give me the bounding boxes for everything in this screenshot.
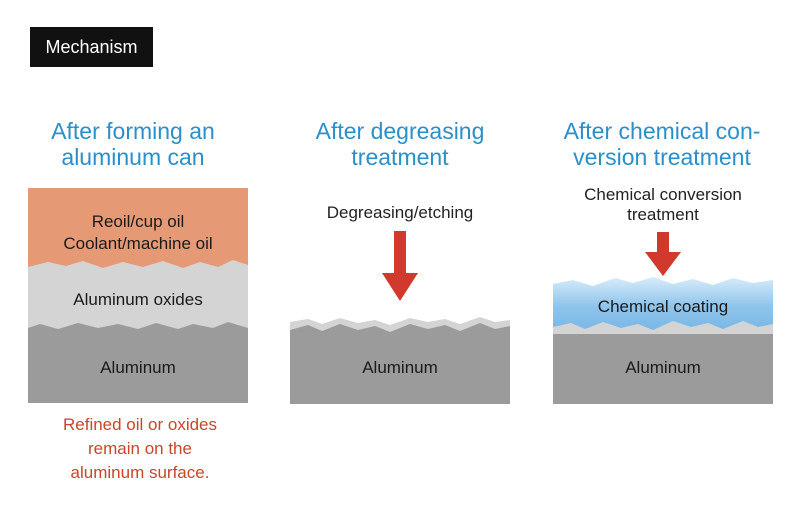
oil-layer [28,188,248,268]
aluminum-label-2: Aluminum [362,358,438,377]
degreased-cross-section [290,317,510,404]
oxides-label: Aluminum oxides [73,290,203,309]
coating-label: Chemical coating [597,297,729,316]
aluminum-label-1: Aluminum [100,358,176,377]
conversion-arrow [645,232,681,276]
degreasing-arrow [382,231,418,301]
oxide-layer [28,258,248,329]
aluminum-layer [553,322,773,404]
aluminum-label-3: Aluminum [625,358,701,377]
column-3-title: After chemical con-version treatment [563,118,761,170]
chemical-coating-layer [553,277,773,330]
coated-cross-section [553,277,773,404]
can-surface-cross-section [28,188,248,403]
mechanism-tag: Mechanism [30,27,153,67]
degreasing-caption: Degreasing/etching [326,203,474,222]
